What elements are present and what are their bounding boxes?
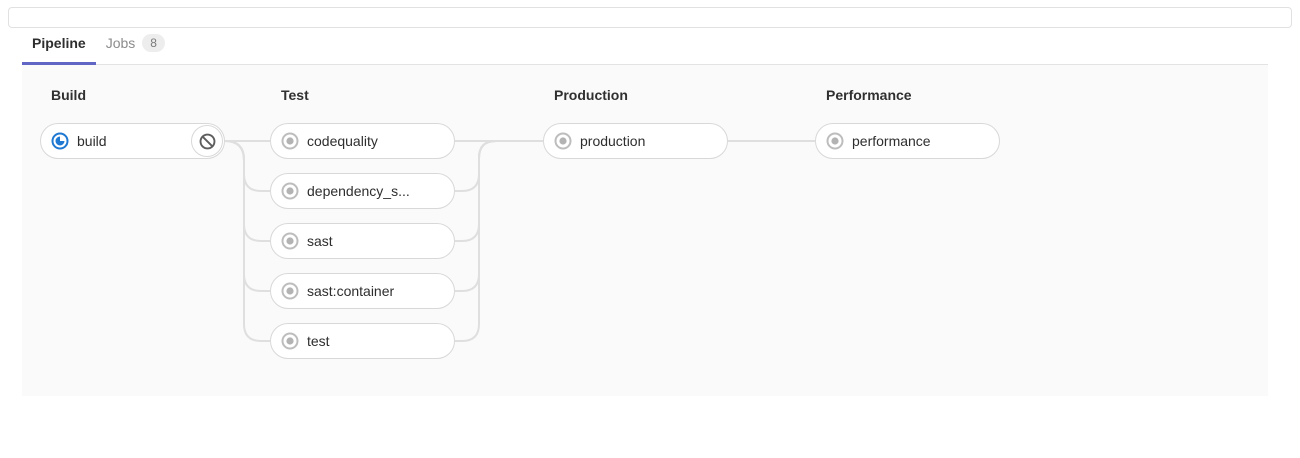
created-status-icon (281, 282, 299, 300)
pipeline-connector-lines (224, 140, 815, 342)
tab-pipeline-label: Pipeline (32, 34, 86, 51)
cancel-ban-icon (198, 132, 217, 151)
stage-jobs-test: codequality dependency_s... (270, 123, 455, 359)
stage-jobs-performance: performance (815, 123, 1000, 159)
jobs-count-badge: 8 (142, 33, 165, 52)
tab-jobs-label: Jobs (105, 34, 136, 51)
stage-column-test: Test codequality (270, 87, 455, 359)
cancel-job-button[interactable] (191, 125, 223, 157)
running-status-icon (51, 132, 69, 150)
job-label: test (307, 333, 330, 349)
job-label: dependency_s... (307, 183, 410, 199)
stage-column-build: Build build (40, 87, 225, 159)
tab-jobs[interactable]: Jobs 8 (96, 23, 175, 65)
pipeline-tabs: Pipeline Jobs 8 (22, 23, 1268, 65)
job-node-production[interactable]: production (543, 123, 728, 159)
created-status-icon (281, 232, 299, 250)
job-label: sast:container (307, 283, 395, 299)
job-node-performance[interactable]: performance (815, 123, 1000, 159)
job-node-build[interactable]: build (40, 123, 225, 159)
job-label: build (77, 133, 107, 149)
stage-jobs-build: build (40, 123, 225, 159)
job-label: performance (852, 133, 931, 149)
created-status-icon (826, 132, 844, 150)
created-status-icon (281, 332, 299, 350)
job-label: sast (307, 233, 333, 249)
created-status-icon (281, 182, 299, 200)
job-label: production (580, 133, 646, 149)
pipeline-page: Pipeline Jobs 8 (0, 7, 1300, 458)
stage-title-performance: Performance (826, 87, 912, 103)
stage-title-production: Production (554, 87, 628, 103)
job-node-sast[interactable]: sast (270, 223, 455, 259)
job-node-dependency-scanning[interactable]: dependency_s... (270, 173, 455, 209)
pipeline-info-panel (8, 7, 1292, 28)
created-status-icon (554, 132, 572, 150)
stage-jobs-production: production (543, 123, 728, 159)
job-node-sast-container[interactable]: sast:container (270, 273, 455, 309)
tab-pipeline[interactable]: Pipeline (22, 23, 96, 65)
job-node-codequality[interactable]: codequality (270, 123, 455, 159)
created-status-icon (281, 132, 299, 150)
stage-title-build: Build (51, 87, 86, 103)
stage-column-production: Production production (543, 87, 728, 159)
job-node-test[interactable]: test (270, 323, 455, 359)
stage-title-test: Test (281, 87, 309, 103)
stage-column-performance: Performance performance (815, 87, 1000, 159)
job-label: codequality (307, 133, 378, 149)
pipeline-graph: Build build (22, 65, 1268, 396)
